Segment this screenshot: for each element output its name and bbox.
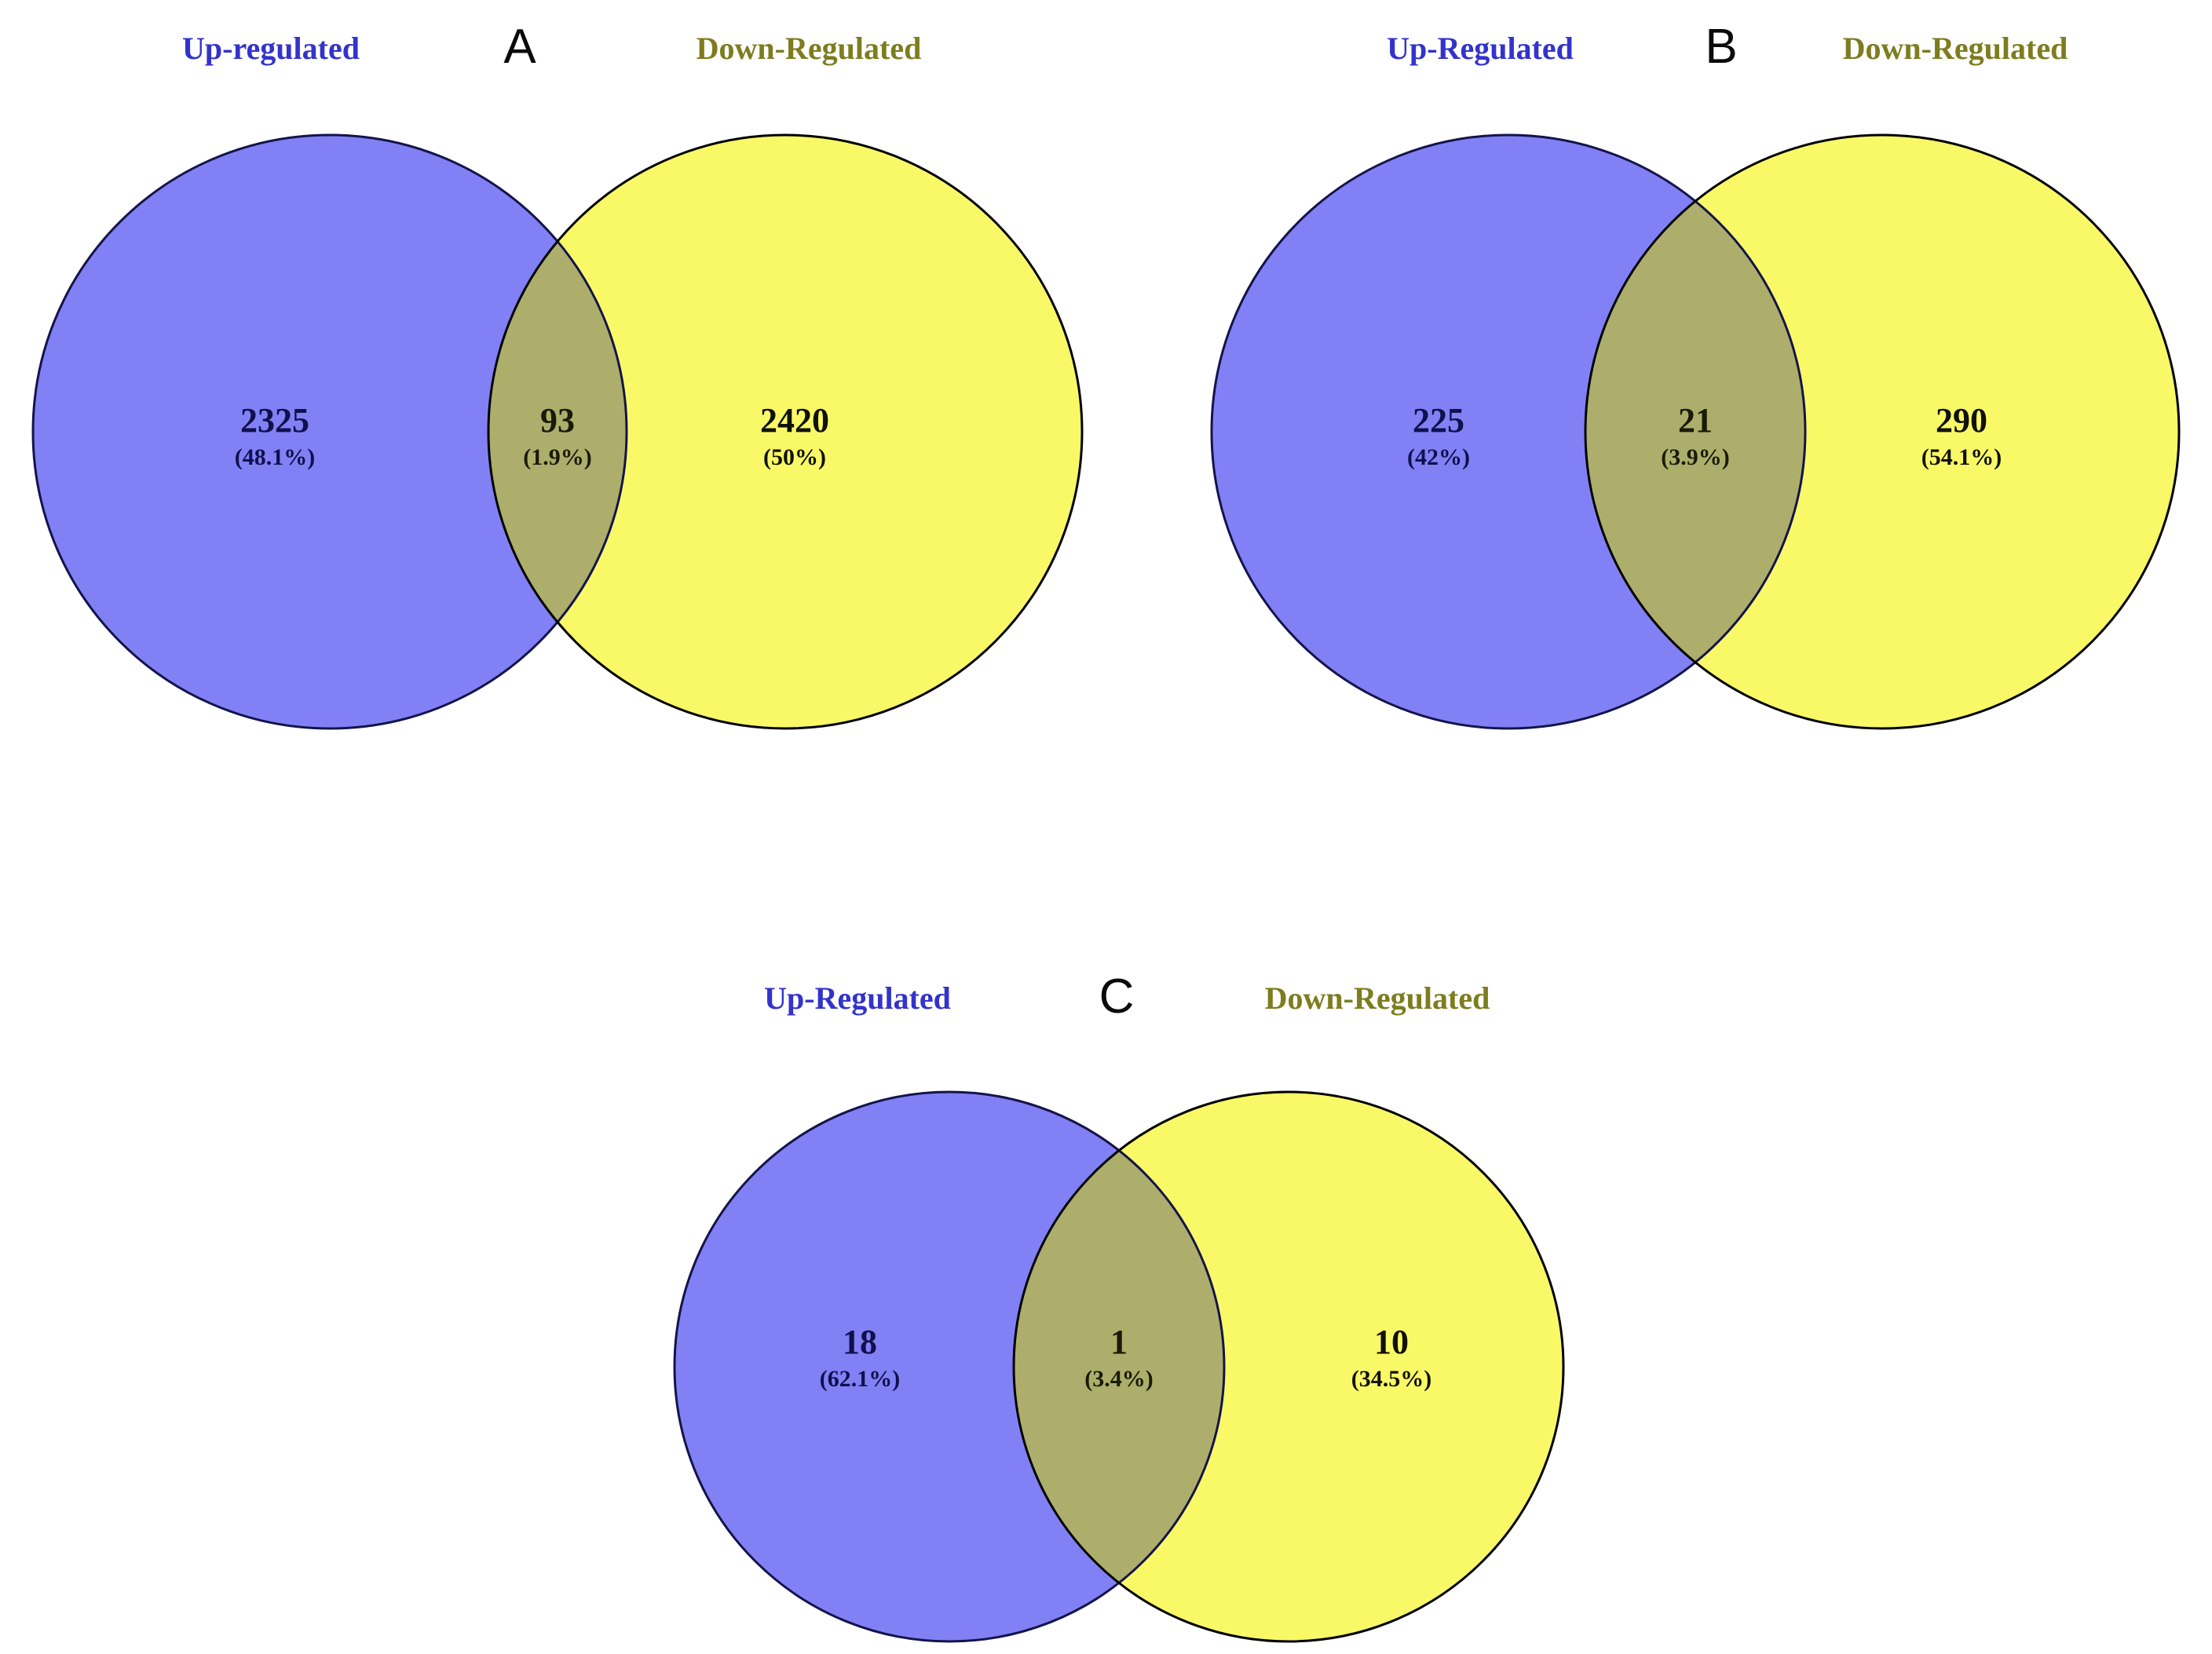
down-count-b: 290 — [1936, 401, 1987, 440]
up-regulated-label-b: Up-Regulated — [1387, 31, 1574, 66]
down-pct-c: (34.5%) — [1351, 1366, 1431, 1392]
venn-panel-a: Up-regulated A Down-Regulated 2325 (48.1… — [31, 20, 1084, 730]
panel-letter-a: A — [503, 20, 536, 74]
overlap-region-b — [1585, 135, 1805, 728]
overlap-count-b: 21 — [1678, 401, 1713, 440]
down-regulated-label-b: Down-Regulated — [1843, 31, 2068, 66]
venn-panel-c: Up-Regulated C Down-Regulated 18 (62.1%)… — [673, 969, 1565, 1643]
down-circle-outline-b — [1584, 133, 2181, 730]
overlap-count-a: 93 — [540, 401, 575, 440]
up-pct-b: (42%) — [1407, 444, 1470, 470]
up-count-b: 225 — [1413, 401, 1464, 440]
down-count-a: 2420 — [760, 401, 829, 440]
up-pct-a: (48.1%) — [235, 444, 315, 470]
up-pct-c: (62.1%) — [820, 1366, 900, 1392]
down-pct-b: (54.1%) — [1921, 444, 2002, 470]
down-circle-outline-a — [487, 133, 1084, 730]
panel-letter-c: C — [1099, 969, 1135, 1024]
down-circle-outline-c — [1012, 1090, 1565, 1643]
up-regulated-label-a: Up-regulated — [182, 31, 360, 66]
overlap-pct-b: (3.9%) — [1661, 444, 1729, 470]
down-regulated-label-c: Down-Regulated — [1265, 980, 1490, 1016]
up-circle-outline-b — [1210, 133, 1807, 730]
overlap-pct-a: (1.9%) — [523, 444, 591, 470]
down-pct-a: (50%) — [763, 444, 826, 470]
up-circle-outline-c — [673, 1090, 1226, 1643]
overlap-pct-c: (3.4%) — [1084, 1366, 1153, 1392]
overlap-region-c — [1014, 1092, 1224, 1641]
up-count-c: 18 — [843, 1323, 877, 1361]
down-count-c: 10 — [1374, 1323, 1409, 1361]
up-circle-outline-a — [31, 133, 628, 730]
up-count-a: 2325 — [240, 401, 309, 440]
up-regulated-label-c: Up-Regulated — [764, 980, 951, 1016]
panel-letter-b: B — [1705, 20, 1737, 74]
up-circle-a — [33, 135, 627, 728]
down-circle-a — [488, 135, 1082, 728]
venn-panel-b: Up-Regulated B Down-Regulated 225 (42%) … — [1210, 20, 2181, 730]
down-regulated-label-a: Down-Regulated — [697, 31, 922, 66]
overlap-count-c: 1 — [1110, 1323, 1128, 1361]
